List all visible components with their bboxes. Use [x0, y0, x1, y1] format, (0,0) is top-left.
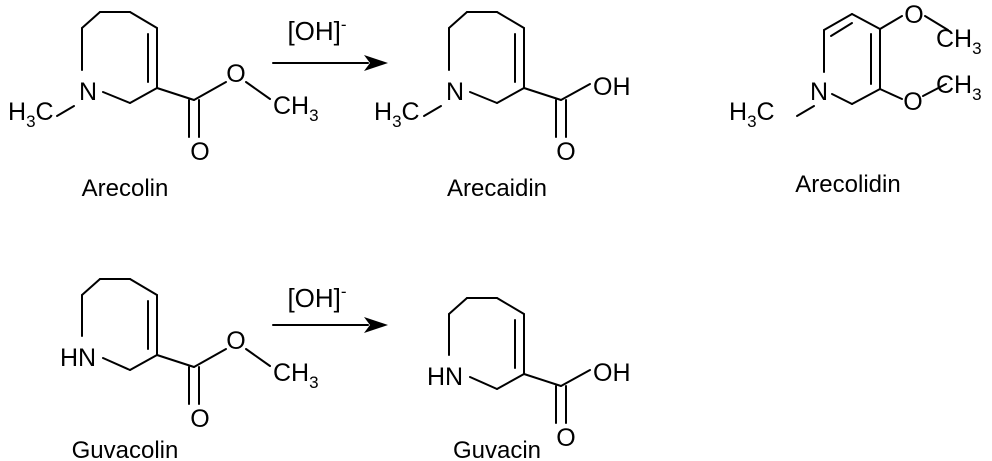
carbonyl-oxygen-label: O — [556, 424, 575, 452]
ester-oxygen-label: O — [226, 60, 245, 88]
amine-nh-label: HN — [60, 344, 96, 372]
nitrogen-atom-label: N — [810, 78, 828, 106]
guvacin-name: Guvacin — [453, 437, 541, 461]
molecule-arecaidin: N H3C OH O Arecaidin — [374, 11, 631, 202]
methoxy-oxygen-label: O — [903, 88, 922, 116]
guvacolin-name: Guvacolin — [72, 437, 179, 461]
ester-oxygen-label: O — [226, 327, 245, 355]
methyl-group-label: H3C — [8, 98, 54, 131]
reaction-arrow-bottom: [OH]- — [272, 282, 388, 333]
methyl-group-label: CH3 — [273, 92, 319, 125]
arecolidin-name: Arecolidin — [795, 171, 900, 198]
molecule-arecolin: N H3C O CH3 O Arecolin — [8, 11, 319, 202]
carbonyl-oxygen-label: O — [556, 138, 575, 166]
hydroxide-reagent-label: [OH]- — [287, 15, 346, 46]
hydroxide-reagent-label: [OH]- — [287, 282, 346, 313]
reaction-arrow-top: [OH]- — [272, 15, 388, 71]
nitrogen-atom-label: N — [79, 78, 97, 106]
methyl-group-label: H3C — [374, 98, 420, 131]
methyl-group-label: CH3 — [936, 71, 982, 104]
methoxy-oxygen-label: O — [904, 1, 923, 29]
arecaidin-name: Arecaidin — [447, 175, 547, 202]
methyl-group-label: CH3 — [273, 359, 319, 392]
molecule-guvacolin: HN O CH3 O Guvacolin — [60, 278, 319, 461]
methyl-group-label: H3C — [729, 98, 775, 131]
amine-nh-label: HN — [427, 363, 463, 391]
hydroxyl-group-label: OH — [593, 359, 631, 387]
carbonyl-oxygen-label: O — [190, 138, 209, 166]
molecule-guvacin: HN OH O Guvacin — [427, 297, 631, 461]
hydroxyl-group-label: OH — [593, 73, 631, 101]
nitrogen-atom-label: N — [446, 78, 464, 106]
molecule-arecolidin: N H3C O CH3 O CH3 Arecolidin — [729, 1, 982, 198]
methyl-group-label: CH3 — [936, 25, 982, 58]
carbonyl-oxygen-label: O — [190, 405, 209, 433]
arecolin-name: Arecolin — [82, 175, 169, 202]
